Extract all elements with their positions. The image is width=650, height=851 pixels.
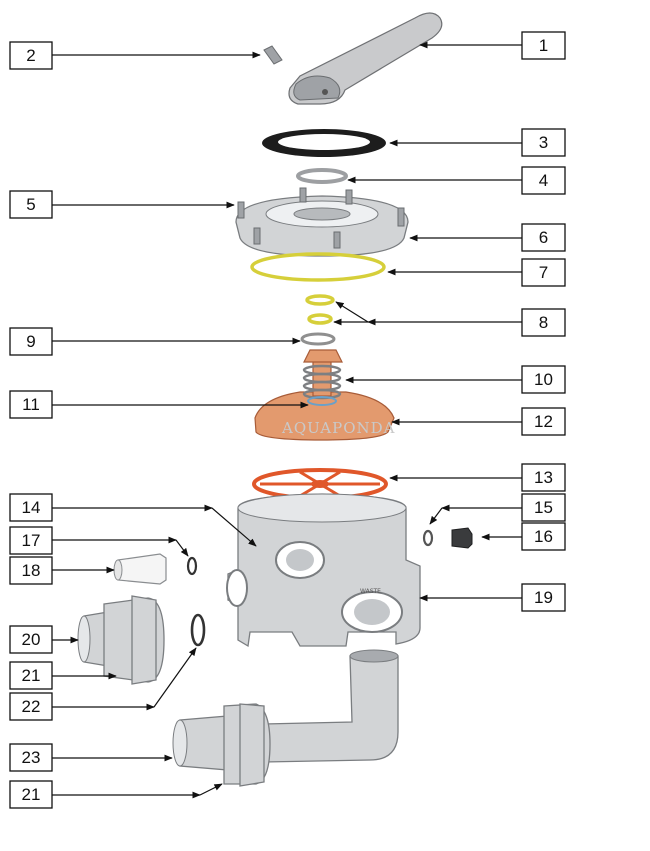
svg-text:22: 22	[22, 697, 41, 716]
elbow-part	[172, 649, 399, 787]
svg-text:9: 9	[26, 332, 35, 351]
svg-text:23: 23	[22, 748, 41, 767]
handle-part	[288, 12, 443, 105]
callout-label: 3	[521, 128, 566, 157]
svg-text:18: 18	[22, 561, 41, 580]
svg-text:11: 11	[22, 395, 40, 414]
svg-text:14: 14	[22, 498, 41, 517]
svg-text:4: 4	[539, 171, 548, 190]
port-text: WASTE	[360, 588, 381, 595]
callout-label: 13	[521, 463, 566, 492]
callout-label: 11	[9, 390, 53, 419]
svg-text:13: 13	[534, 468, 553, 487]
valve-body-part: WASTE	[226, 493, 421, 648]
svg-text:1: 1	[539, 36, 548, 55]
callout-label: 15	[521, 493, 566, 522]
svg-text:16: 16	[534, 527, 553, 546]
union-oring-part	[190, 613, 206, 647]
svg-text:19: 19	[534, 588, 553, 607]
cover-part	[235, 187, 409, 257]
callout-label: 9	[9, 327, 53, 356]
callout-label: 23	[9, 743, 53, 772]
callout-label: 12	[521, 407, 566, 436]
callout-label: 17	[9, 526, 53, 555]
svg-text:2: 2	[26, 46, 35, 65]
grey-oring-part	[300, 332, 336, 346]
plug-oring-part	[422, 529, 434, 547]
callout-label: 1	[521, 31, 566, 60]
callout-label: 7	[521, 258, 566, 287]
callout-label: 16	[521, 522, 566, 551]
callout-label: 8	[521, 308, 566, 337]
washer-part	[296, 168, 348, 184]
callout-label: 18	[9, 556, 53, 585]
svg-text:8: 8	[539, 313, 548, 332]
small-orings-part	[305, 294, 335, 325]
svg-text:6: 6	[539, 228, 548, 247]
rotor-part	[254, 349, 395, 441]
svg-text:20: 20	[22, 630, 41, 649]
adapter-oring-part	[186, 556, 198, 576]
callout-label: 5	[9, 190, 53, 219]
callout-label: 14	[9, 493, 53, 522]
svg-text:5: 5	[26, 195, 35, 214]
pin-part	[263, 45, 283, 65]
leader-lines	[52, 41, 522, 799]
plug-part	[451, 527, 473, 549]
callout-label: 10	[521, 365, 566, 394]
callout-label: 4	[521, 166, 566, 195]
svg-text:10: 10	[534, 370, 553, 389]
svg-text:17: 17	[22, 531, 41, 550]
union-part	[77, 595, 165, 685]
svg-text:21: 21	[22, 785, 41, 804]
callout-label: 2	[9, 41, 53, 70]
callout-label: 19	[521, 583, 566, 612]
callout-label: 20	[9, 625, 53, 654]
svg-text:15: 15	[534, 498, 553, 517]
svg-text:7: 7	[539, 263, 548, 282]
callout-label: 6	[521, 223, 566, 252]
svg-text:3: 3	[539, 133, 548, 152]
callout-label: 21	[9, 661, 53, 690]
callout-label: 21	[9, 780, 53, 809]
svg-text:12: 12	[534, 412, 553, 431]
svg-text:21: 21	[22, 666, 41, 685]
watermark-text: AQUAPONDA	[281, 419, 396, 437]
large-oring-part	[250, 252, 386, 282]
gasket-part	[262, 129, 386, 157]
callout-label: 22	[9, 692, 53, 721]
adapter-part	[113, 553, 167, 585]
handwheel-part	[252, 468, 388, 500]
